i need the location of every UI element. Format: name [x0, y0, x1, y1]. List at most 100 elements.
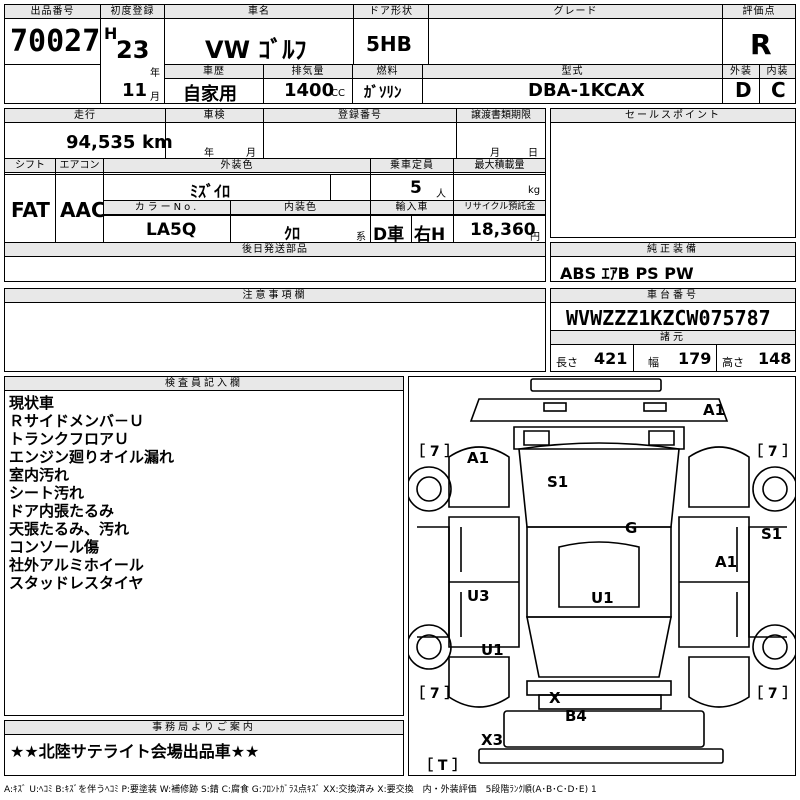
note-line: トランクフロアＵ	[9, 430, 130, 448]
sales-point-header: セールスポイント	[551, 109, 795, 123]
ext-color-header: 外装色	[104, 159, 370, 173]
width-value: 179	[678, 349, 712, 368]
kg-unit: kg	[528, 185, 541, 196]
int-color-unit: 系	[356, 232, 366, 243]
damage-code: S1	[547, 473, 569, 491]
import-type: D車	[373, 225, 405, 245]
tire-depth-rl: ［ 7 ］	[411, 686, 459, 702]
notes-header: 注意事項欄	[5, 289, 545, 303]
capacity-header: 乗車定員	[371, 159, 453, 173]
era-mark: H	[104, 24, 118, 43]
note-line: 現状車	[9, 394, 55, 412]
door-type: 5HB	[366, 32, 412, 56]
damage-code: A1	[703, 401, 726, 419]
yen-unit: 円	[530, 232, 540, 243]
later-parts-header: 後日発送部品	[5, 243, 545, 257]
dims-header: 諸元	[551, 331, 795, 345]
history-value: 自家用	[183, 84, 237, 105]
inspector-header: 検査員記入欄	[5, 377, 403, 391]
first-reg-header: 初度登録	[101, 5, 164, 19]
fuel-header: 燃料	[353, 65, 422, 79]
chassis-number: WVWZZZ1KZCW075787	[566, 306, 771, 330]
handle-side: 右H	[414, 225, 446, 245]
shift-header: シフト	[5, 159, 55, 173]
damage-code: G	[625, 519, 638, 537]
mileage-value: 94,535	[66, 132, 136, 153]
office-box	[4, 720, 404, 776]
score-header: 評価点	[723, 5, 795, 19]
displacement-header: 排気量	[264, 65, 352, 79]
capacity-value: 5	[410, 178, 422, 198]
note-line: 社外アルミホイール	[9, 556, 144, 574]
top-block	[4, 4, 796, 104]
color-no-header: カラーNo.	[104, 201, 230, 215]
damage-code: A1	[715, 553, 738, 571]
damage-code: U1	[591, 589, 614, 607]
width-label: 幅	[648, 356, 659, 369]
note-line: エンジン廻りオイル漏れ	[9, 448, 175, 466]
lot-header: 出品番号	[5, 5, 100, 19]
int-color-header: 内装色	[231, 201, 370, 215]
note-line: 室内汚れ	[9, 466, 70, 484]
score-value: R	[750, 28, 772, 61]
transfer-header: 譲渡書類期限	[457, 109, 545, 123]
equipment-header: 純正装備	[551, 243, 795, 257]
equipment-box	[550, 242, 796, 282]
length-label: 長さ	[556, 356, 578, 369]
damage-diagram: A1 A1 S1 S1 G A1 U3 U1 U1 X B4 X3 ［ 7 ］ …	[408, 376, 797, 776]
tire-depth-fl: ［ 7 ］	[411, 444, 459, 460]
insp-month-unit: 月	[246, 148, 256, 159]
transfer-month-unit: 月	[490, 148, 500, 159]
note-line: シート汚れ	[9, 484, 85, 502]
door-header: ドア形状	[354, 5, 428, 19]
note-line: スタッドレスタイヤ	[9, 574, 144, 592]
reg-year: 23	[116, 36, 150, 64]
ext-color-value: ﾐｽﾞｲﾛ	[190, 182, 231, 201]
transfer-day-unit: 日	[528, 148, 538, 159]
legend-line: A:ｷｽﾞ U:ﾍｺﾐ B:ｷｽﾞを伴うﾍｺﾐ P:要塗装 W:補修跡 S:錆 …	[4, 785, 597, 795]
tire-depth-fr: ［ 7 ］	[749, 444, 797, 460]
exterior-header: 外装	[723, 65, 759, 79]
max-load-header: 最大積載量	[454, 159, 545, 173]
interior-grade: C	[771, 78, 786, 102]
sales-point-box	[550, 108, 796, 238]
notes-box	[4, 288, 546, 372]
reg-month: 11	[122, 80, 148, 101]
year-unit: 年	[150, 68, 160, 79]
aircon-value: AAC	[60, 198, 106, 222]
inspector-box	[4, 376, 404, 716]
exterior-grade: D	[735, 78, 752, 102]
fuel-value: ｶﾞｿﾘﾝ	[364, 83, 402, 101]
displacement-value: 1400	[284, 80, 335, 101]
recycle-header: リサイクル預託金	[454, 201, 545, 215]
car-outline-diagram	[409, 378, 795, 764]
cc-unit: CC	[331, 88, 345, 99]
car-name: VW ｺﾞﾙﾌ	[205, 36, 307, 64]
height-label: 高さ	[722, 356, 744, 369]
damage-code: A1	[467, 449, 490, 467]
model-code-header: 型式	[423, 65, 722, 79]
grade-header: グレード	[429, 5, 722, 19]
chassis-header: 車台番号	[551, 289, 795, 303]
inspector-notes: 現状車 Ｒサイドメンバ－Ｕ トランクフロアＵ エンジン廻りオイル漏れ 室内汚れ …	[9, 394, 174, 592]
note-line: Ｒサイドメンバ－Ｕ	[9, 412, 145, 430]
mileage-header: 走行	[5, 109, 165, 123]
tire-depth-rr: ［ 7 ］	[749, 686, 797, 702]
recycle-fee: 18,360	[470, 220, 536, 240]
equipment-value: ABS ｴｱB PS PW	[560, 264, 694, 283]
inspection-header: 車検	[166, 109, 263, 123]
interior-header: 内装	[760, 65, 795, 79]
height-value: 148	[758, 349, 792, 368]
length-value: 421	[594, 349, 628, 368]
note-line: 天張たるみ、汚れ	[9, 520, 130, 538]
month-unit: 月	[150, 92, 160, 103]
car-name-header: 車名	[165, 5, 353, 19]
shift-value: FAT	[11, 198, 50, 222]
lot-number: 70027	[10, 24, 101, 59]
aircon-header: エアコン	[56, 159, 103, 173]
history-header: 車歴	[165, 65, 263, 79]
int-color-value: ｸﾛ	[284, 224, 301, 243]
mileage-block	[4, 108, 546, 282]
note-line: ドア内張たるみ	[9, 502, 115, 520]
damage-code: X3	[481, 731, 504, 749]
